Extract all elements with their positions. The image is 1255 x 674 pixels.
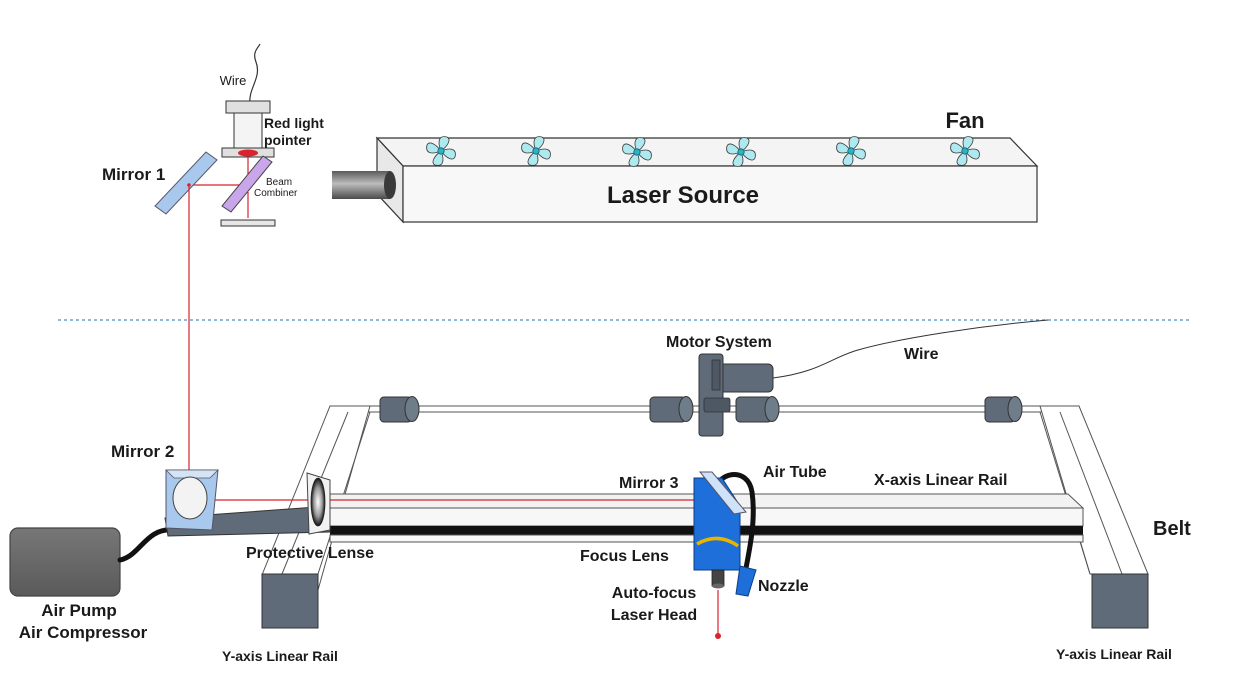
nozzle-pipe	[735, 565, 757, 597]
mirror-1	[154, 151, 218, 215]
focus-lens-arc	[696, 536, 740, 548]
red-light-lens	[238, 149, 258, 157]
y-rail-right-label: Y-axis Linear Rail	[1056, 646, 1172, 662]
red-light-label-2: pointer	[264, 132, 312, 148]
x-rail-label: X-axis Linear Rail	[874, 472, 1007, 489]
mirror-3-plate	[698, 471, 747, 515]
wire-motor-label: Wire	[904, 346, 939, 363]
wire-top-cable	[249, 43, 261, 105]
y-rail-foot-left	[261, 573, 319, 629]
mirror-1-label: Mirror 1	[102, 165, 165, 184]
motor-system-label: Motor System	[666, 334, 772, 351]
laser-output-cylinder	[332, 171, 390, 199]
fan-label: Fan	[945, 108, 984, 133]
air-pump-hose	[117, 527, 175, 563]
protective-lense-label: Protective Lense	[246, 545, 374, 562]
mirror-icon	[172, 476, 208, 520]
mirror-3-label: Mirror 3	[619, 475, 679, 492]
air-tube-label: Air Tube	[763, 464, 827, 481]
wire-top-label: Wire	[220, 73, 247, 88]
beam-combiner	[220, 155, 276, 227]
laser-source-label: Laser Source	[607, 182, 759, 209]
lens-icon	[310, 477, 326, 527]
beam-spot	[187, 183, 191, 187]
motor-wire-cable	[772, 319, 1049, 379]
motor-icon	[716, 363, 774, 393]
rollers	[379, 396, 1023, 423]
y-rail-foot-right	[1091, 573, 1149, 629]
laser-head	[693, 471, 757, 639]
air-pump	[9, 527, 175, 597]
autofocus-label-2: Laser Head	[611, 607, 697, 624]
mirror-2	[164, 469, 331, 537]
red-light-pointer	[221, 43, 275, 158]
beam-combiner-label-1: Beam	[266, 177, 292, 188]
protective-lense	[306, 472, 331, 535]
red-light-label-1: Red light	[264, 115, 324, 131]
beam-combiner-label-2: Combiner	[254, 188, 298, 199]
air-pump-label-1: Air Pump	[41, 601, 117, 620]
mirror-icon	[154, 151, 218, 215]
focus-lens-label: Focus Lens	[580, 548, 669, 565]
belt-label: Belt	[1153, 518, 1191, 540]
y-rail-left-label: Y-axis Linear Rail	[222, 648, 338, 664]
motor-system	[698, 319, 1049, 437]
air-pump-label-2: Air Compressor	[19, 623, 148, 642]
autofocus-label-1: Auto-focus	[612, 585, 697, 602]
nozzle-label: Nozzle	[758, 578, 809, 595]
laser-focus-point	[715, 633, 721, 639]
mirror-2-label: Mirror 2	[111, 442, 174, 461]
